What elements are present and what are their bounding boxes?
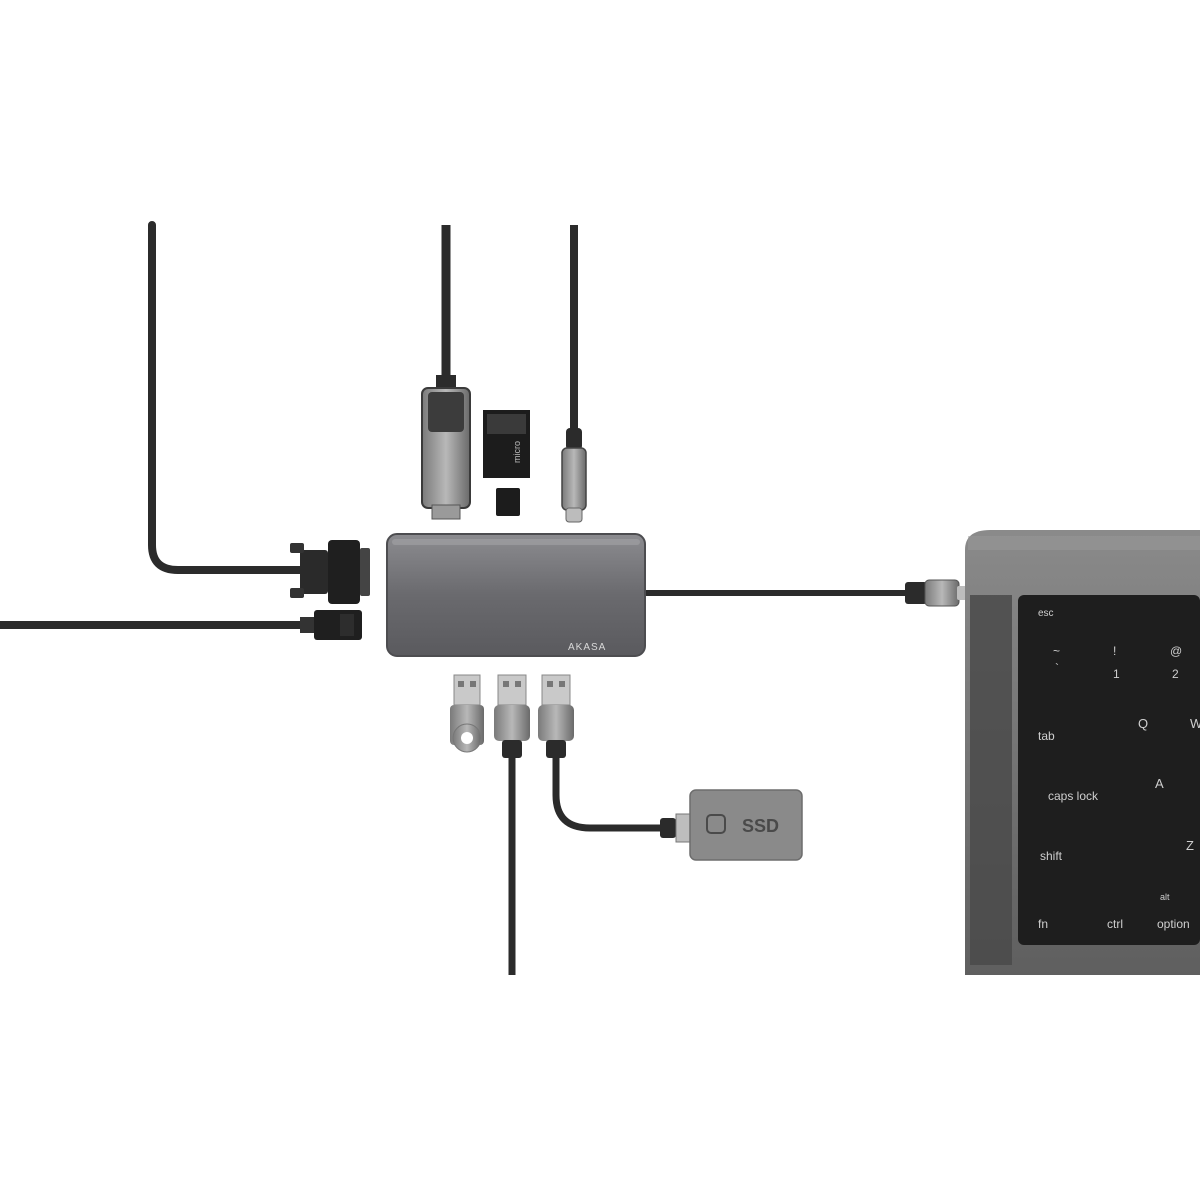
key-alt: alt — [1160, 892, 1170, 902]
keyboard-deck — [1018, 595, 1200, 945]
key-shift: shift — [1040, 849, 1063, 863]
external-ssd: SSD — [660, 789, 803, 861]
key-z: Z — [1186, 838, 1194, 853]
ssd-label: SSD — [742, 816, 779, 836]
key-w: W — [1190, 716, 1200, 731]
laptop: esc ~ ` ! 1 @ 2 tab Q W caps lock A shif… — [965, 530, 1200, 975]
vga-connector — [290, 540, 370, 604]
sd-card-label: micro — [512, 441, 522, 463]
key-1-top: ! — [1113, 644, 1116, 658]
laptop-speaker-grille — [970, 595, 1012, 965]
sd-card: micro — [483, 410, 530, 478]
micro-sd-card — [496, 488, 520, 516]
key-q: Q — [1138, 716, 1148, 731]
usbc-plug — [561, 428, 587, 523]
ssd-indicator-icon — [706, 814, 726, 834]
key-2-top: @ — [1170, 644, 1182, 658]
key-fn: fn — [1038, 917, 1048, 931]
key-tilde-bottom: ` — [1055, 661, 1059, 675]
usb-a-plug-2 — [538, 674, 574, 758]
key-esc: esc — [1038, 608, 1054, 619]
usb-a-cable-ssd — [552, 755, 660, 832]
usb-c-hub: AKASA — [386, 533, 646, 657]
key-1-bottom: 1 — [1113, 667, 1120, 681]
hub-brand-label: AKASA — [568, 642, 606, 653]
keyboard-keys: esc ~ ` ! 1 @ 2 tab Q W caps lock A shif… — [1038, 608, 1200, 931]
key-tab: tab — [1038, 729, 1055, 743]
hdmi-plug — [421, 375, 471, 520]
key-a: A — [1155, 776, 1164, 791]
key-tilde-top: ~ — [1053, 644, 1060, 658]
usb-flash-drive — [450, 674, 484, 753]
key-option: option — [1157, 917, 1190, 931]
key-2-bottom: 2 — [1172, 667, 1179, 681]
vga-cable — [148, 221, 304, 574]
key-caps-lock: caps lock — [1048, 789, 1099, 803]
host-usbc-plug — [905, 579, 967, 607]
usb-a-plug-1 — [494, 674, 530, 758]
ethernet-plug — [300, 610, 362, 640]
key-ctrl: ctrl — [1107, 917, 1123, 931]
